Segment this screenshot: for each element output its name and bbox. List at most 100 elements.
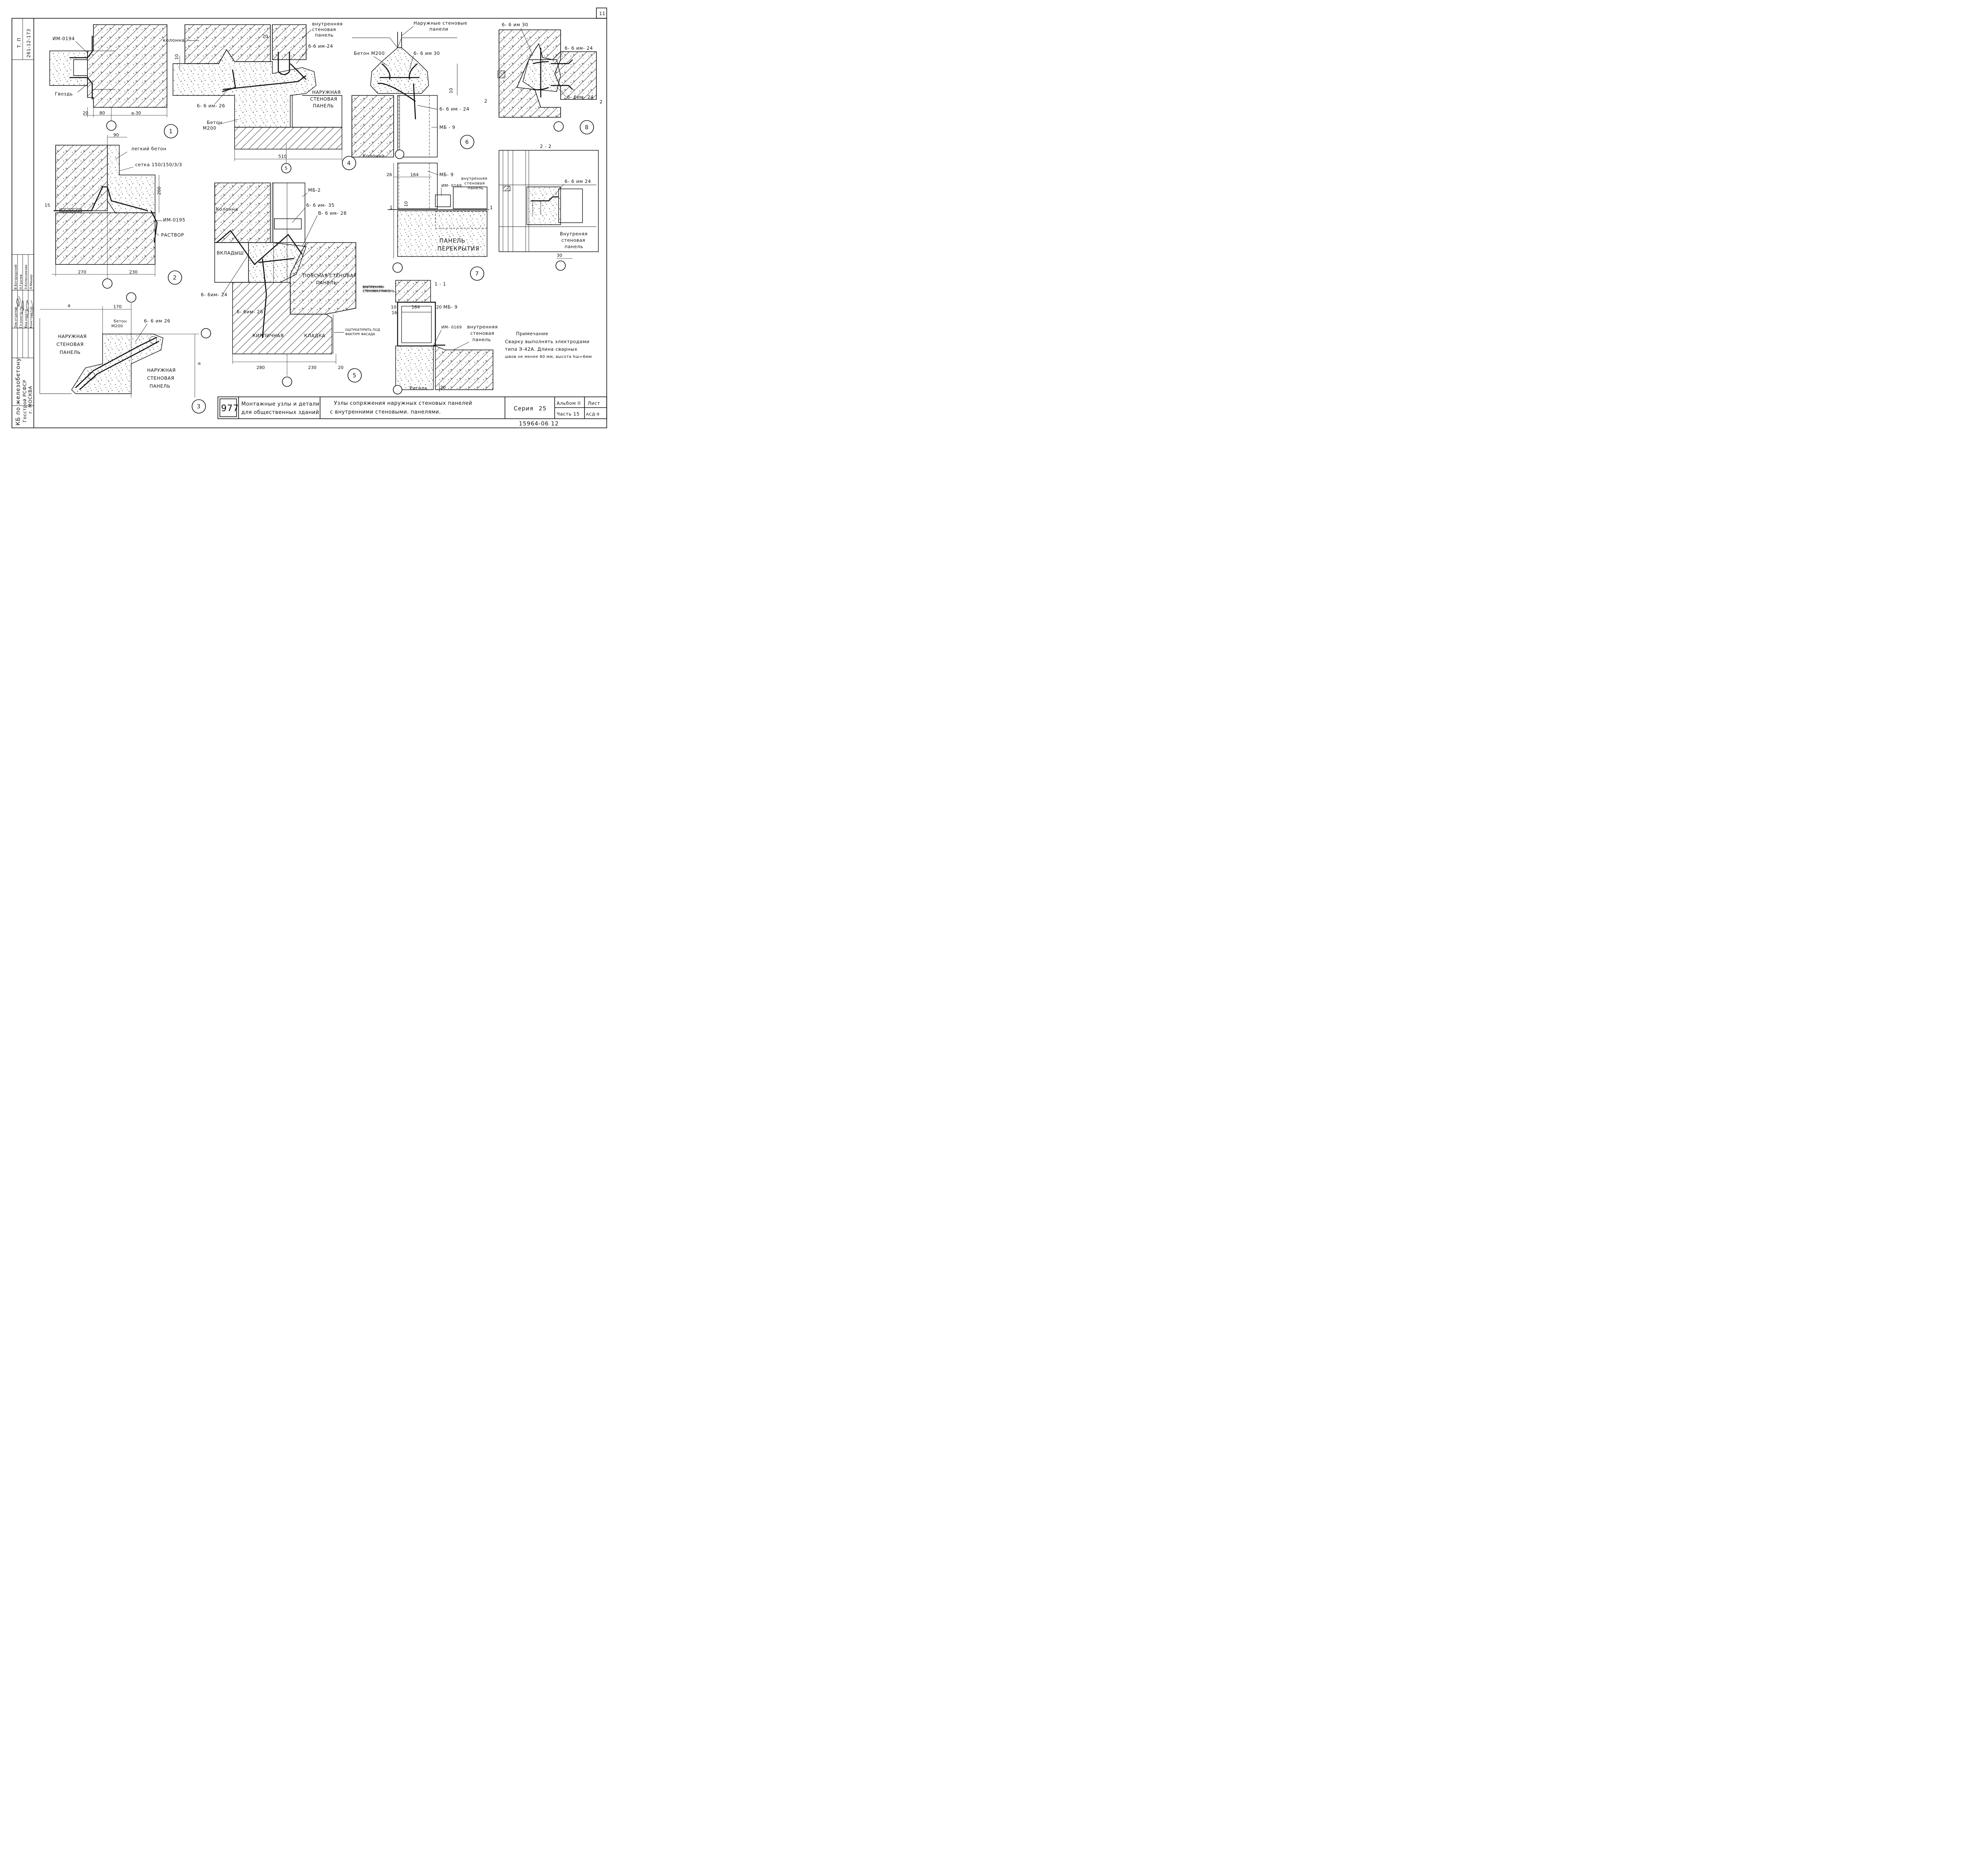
d1-nail-leader — [77, 81, 91, 93]
detail-4 — [173, 24, 342, 167]
d3-bar-leader — [135, 324, 148, 342]
d3-dim-170: 170 — [113, 304, 122, 309]
d3-outer-l-3: ПАНЕЛЬ — [60, 350, 81, 355]
d8-bar30: 6- 6 им 30 — [502, 22, 528, 27]
d3-axis-marker-top — [126, 292, 136, 303]
s11-dim-10: 10 — [391, 305, 396, 310]
d4-bar26: 6- 6 им- 26 — [197, 103, 225, 109]
d1-nail-label: Гвоздь — [55, 91, 73, 97]
d7-detail-bubble — [470, 266, 484, 281]
d1-axis-marker — [106, 120, 116, 131]
d4-concrete-leader — [217, 119, 239, 125]
d4-dim-10: 10 — [174, 54, 179, 60]
d5-bar24-leader — [222, 254, 249, 295]
d5-inner-2: СТЕНОВАЯ ПАНЕЛЬ — [363, 289, 395, 293]
tb-center-1: Узлы сопряжения наружных стеновых панеле… — [334, 400, 472, 406]
d5-dim-280: 280 — [256, 365, 265, 370]
d6-dim-10: 10 — [448, 88, 454, 93]
tb-code: 977 — [221, 404, 239, 414]
d2-mortar-leader — [155, 232, 159, 236]
sheet-frame — [12, 18, 607, 428]
s22-inner-3: панель — [565, 244, 583, 249]
d2-dim-90: 90 — [113, 132, 119, 138]
tb-center-2: с внутренними стеновыми. панелями. — [330, 409, 441, 415]
d6-bar24-leader — [417, 105, 438, 110]
title-block — [217, 396, 607, 419]
d6-outer-2: панели — [429, 26, 448, 32]
d5-detail-number: 5 — [353, 373, 357, 379]
d6-bar24: 6- 6 им - 24 — [439, 106, 470, 112]
d8-bar24a-leader — [554, 51, 564, 64]
sig-name-4: Л.Мишер — [29, 274, 33, 289]
tb-code-box — [219, 398, 237, 417]
d2-mesh: сетка 150/150/3/3 — [135, 162, 182, 167]
d4-inner-2: стеновая — [312, 27, 336, 32]
d4-detail-number: 4 — [347, 160, 351, 167]
d2-dim-270: 270 — [78, 270, 86, 275]
d5-mb: МБ-2 — [308, 187, 321, 193]
d1-im-label: ИМ-0194 — [52, 36, 75, 41]
d4-concrete-grade: М200 — [203, 125, 216, 131]
d4-dim-20: 20 — [262, 34, 268, 39]
d6-concrete-leader — [373, 56, 388, 66]
s11-inner-top-2: стеновая панель — [363, 289, 391, 292]
d5-brick-2: КЛАДКА — [304, 333, 325, 338]
d8-detail-bubble — [580, 120, 594, 134]
d4-outer-3: ПАНЕЛЬ — [313, 103, 334, 109]
d2-mesh-leader — [119, 167, 134, 171]
d7-detail-number: 7 — [475, 271, 479, 277]
org-line-1: КБ по железобетону — [15, 358, 21, 425]
d4-outer-2: СТЕНОВАЯ — [310, 96, 338, 102]
d8-bar24b: 6- 6им- 24 — [567, 94, 594, 100]
detail-8 — [497, 29, 597, 118]
note-heading: Примечание — [516, 331, 548, 336]
tb-series-value: 25 — [539, 406, 547, 412]
d6-detail-bubble — [460, 135, 474, 149]
d5-bar35: 6- 6 им- 35 — [306, 202, 334, 208]
d6-mb: МБ - 9 — [439, 124, 455, 130]
d5-bar35-leader — [292, 207, 306, 223]
d8-axis-marker — [553, 121, 564, 132]
d3-concrete: бетон — [114, 319, 127, 324]
left-strip — [12, 18, 34, 428]
d3-outer-r-3: ПАНЕЛЬ — [149, 383, 171, 389]
d3-outer-l-1: НАРУЖНАЯ — [58, 334, 87, 339]
d4-section-marker — [281, 163, 291, 173]
d5-belt-1: ПОЯСНАЯ СТЕНОВАЯ — [303, 273, 357, 278]
d8-bar30-leader — [520, 27, 533, 56]
s22-bar-leader — [554, 184, 564, 195]
s11-inner-1: внутренняя — [467, 324, 498, 330]
d8-cut-right: 2 — [600, 99, 603, 105]
d4-outer-1: НАРУЖНАЯ — [312, 89, 341, 95]
s22-dim-30: 30 — [557, 253, 562, 258]
d3-detail-bubble — [192, 399, 206, 414]
d1-dim-a30: а-30 — [131, 111, 141, 116]
s11-inner-2: стеновая — [470, 330, 494, 336]
d5-inner-1: ВНУТРЕННЯЯ — [363, 286, 384, 289]
note-line-1: Сварку выполнять электродами — [505, 339, 590, 344]
d2-lc-leader — [115, 152, 128, 159]
sig-name-1: В.Богородский — [14, 264, 17, 289]
d4-bar26-leader — [214, 90, 227, 105]
s11-mb: МБ- 9 — [443, 304, 458, 310]
sig-name-2: Н.Грачев — [19, 274, 23, 289]
d6-outer-leader — [401, 26, 414, 36]
d5-bar28: В- 6 им- 28 — [318, 210, 347, 216]
s22-axis-marker — [555, 260, 566, 271]
d8-detail-number: 8 — [585, 124, 589, 131]
section-1-1 — [395, 280, 493, 392]
d3-outer-r-2: СТЕНОВАЯ — [147, 375, 175, 381]
d2-mortar: РАСТВОР — [161, 232, 184, 238]
d2-dim-200: 200 — [157, 186, 162, 195]
d7-dim-10: 10 — [404, 201, 409, 207]
d7-cut-left: 1 — [390, 205, 393, 210]
tb-left-1: Монтажные узлы и детали — [241, 401, 320, 407]
d6-bar30: 6- 6 им 30 — [414, 51, 440, 56]
d6-concrete: Бетон М200 — [354, 51, 385, 56]
s22-bar: 6- 6 им 24 — [565, 179, 591, 184]
d5-bar24: 6- 6им- 24 — [201, 292, 227, 297]
d3-dim-a-vert: а — [196, 362, 202, 365]
d5-belt-2: ПАНЕЛЬ — [316, 280, 337, 286]
d1-detail-bubble — [164, 124, 178, 138]
s11-dim-20: 20 — [436, 305, 442, 310]
